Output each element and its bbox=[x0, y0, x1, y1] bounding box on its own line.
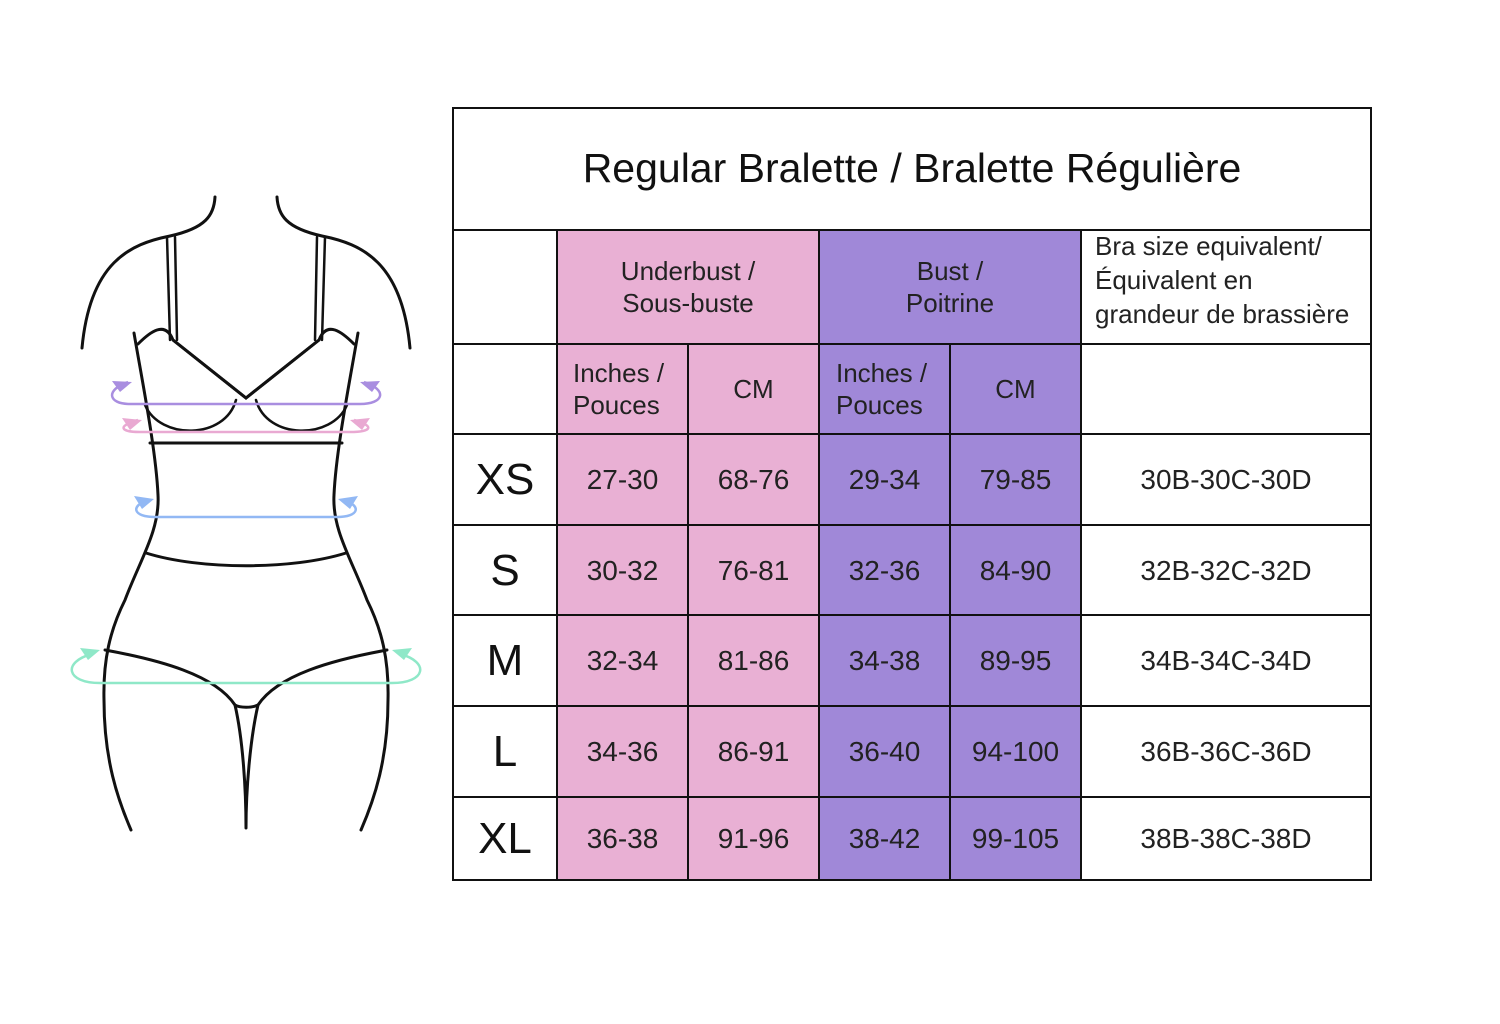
size-cell: S bbox=[490, 545, 520, 595]
equiv-cell: 32B-32C-32D bbox=[1140, 554, 1312, 586]
hip-arrow-icon bbox=[80, 648, 100, 660]
bust-in-cell: 29-34 bbox=[819, 434, 950, 525]
underbust-inches-header: Inches / Pouces bbox=[557, 344, 688, 434]
underbust-in-cell: 36-38 bbox=[557, 797, 688, 880]
underbust-cm-header: CM bbox=[688, 344, 819, 434]
underbust-cm-cell: 81-86 bbox=[688, 615, 819, 706]
underbust-header: Underbust / Sous-buste bbox=[557, 230, 819, 344]
equiv-cell: 36B-36C-36D bbox=[1140, 736, 1312, 767]
size-cell: M bbox=[486, 636, 524, 685]
inches-label: Inches / bbox=[573, 357, 665, 388]
underbust-in-cell: 34-36 bbox=[557, 706, 688, 797]
equiv-cell: 38B-38C-38D bbox=[1140, 823, 1312, 854]
bust-cm-cell: 89-95 bbox=[950, 615, 1081, 706]
underbust-cm-cell: 68-76 bbox=[688, 434, 819, 525]
underbust-cm-cell: 76-81 bbox=[688, 525, 819, 615]
hip-measure-line bbox=[70, 652, 422, 685]
underbust-in-cell: 30-32 bbox=[557, 525, 688, 615]
equiv-cell: 34B-34C-34D bbox=[1140, 645, 1312, 676]
underbust-in-cell: 27-30 bbox=[557, 434, 688, 525]
bust-header: Bust / Poitrine bbox=[819, 230, 1081, 344]
bust-in-cell: 34-38 bbox=[819, 615, 950, 706]
underbust-measure-line bbox=[122, 418, 370, 434]
bust-cm-cell: 79-85 bbox=[950, 434, 1081, 525]
bust-in-cell: 38-42 bbox=[819, 797, 950, 880]
waist-arrow-icon bbox=[134, 496, 154, 509]
bust-in-cell: 36-40 bbox=[819, 706, 950, 797]
underbust-arrow-icon bbox=[350, 418, 370, 430]
underbust-cm-cell: 91-96 bbox=[688, 797, 819, 880]
hip-arrow-icon bbox=[392, 648, 412, 660]
bust-cm-cell: 99-105 bbox=[950, 797, 1081, 880]
waist-measure-line bbox=[135, 498, 357, 519]
bust-cm-cell: 94-100 bbox=[950, 706, 1081, 797]
bust-cm-header: CM bbox=[950, 344, 1081, 434]
bust-header-line2: Poitrine bbox=[905, 288, 995, 318]
equiv-header-line3: grandeur de brassière bbox=[1095, 298, 1350, 329]
bust-cm-cell: 84-90 bbox=[950, 525, 1081, 615]
equiv-header-line1: Bra size equivalent/ bbox=[1095, 231, 1322, 261]
bra-equivalent-header: Bra size equivalent/ Équivalent en grand… bbox=[1081, 230, 1371, 344]
size-cell: XS bbox=[475, 455, 535, 504]
underbust-cm-cell: 86-91 bbox=[688, 706, 819, 797]
chart-title: Regular Bralette / Bralette Régulière bbox=[582, 145, 1242, 192]
bust-measure-line bbox=[110, 380, 382, 406]
size-cell: XL bbox=[478, 814, 532, 863]
equiv-cell: 30B-30C-30D bbox=[1140, 464, 1312, 495]
underbust-header-line2: Sous-buste bbox=[622, 288, 754, 318]
body-measurement-illustration bbox=[70, 195, 422, 832]
bust-inches-header: Inches / Pouces bbox=[819, 344, 950, 434]
bust-in-cell: 32-36 bbox=[819, 525, 950, 615]
inches-label: Inches / bbox=[836, 357, 928, 388]
size-cell: L bbox=[492, 727, 518, 776]
pouces-label: Pouces bbox=[836, 390, 923, 420]
bust-header-line1: Bust / bbox=[916, 255, 984, 286]
underbust-arrow-icon bbox=[122, 418, 142, 430]
body-outline bbox=[80, 195, 412, 832]
waist-arrow-icon bbox=[338, 496, 358, 509]
pouces-label: Pouces bbox=[573, 390, 660, 420]
equiv-header-line2: Équivalent en bbox=[1095, 264, 1253, 295]
bust-arrow-icon bbox=[360, 381, 380, 392]
bust-arrow-icon bbox=[112, 381, 132, 392]
underbust-header-line1: Underbust / bbox=[620, 255, 756, 286]
underbust-in-cell: 32-34 bbox=[557, 615, 688, 706]
